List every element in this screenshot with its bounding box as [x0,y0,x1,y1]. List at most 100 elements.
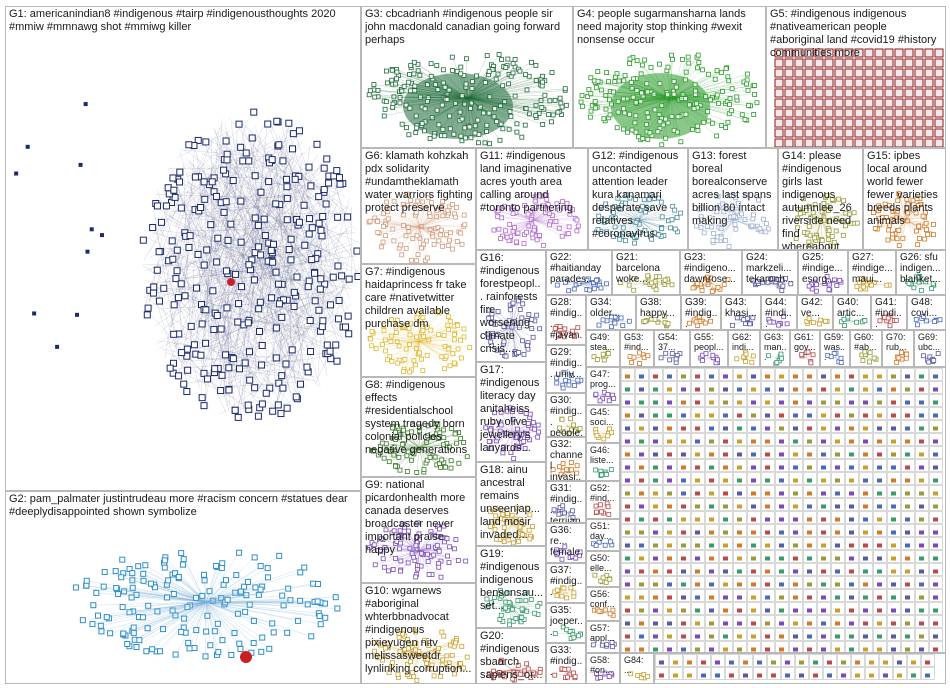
network-node [924,78,934,88]
network-node [398,242,404,248]
network-node [896,227,902,233]
network-node [414,125,420,131]
network-node [445,208,451,213]
network-node [144,304,152,312]
cluster-edge [216,246,318,302]
network-node [649,236,654,242]
cluster-edge [467,88,566,99]
cluster-edge [490,326,513,343]
network-node [534,312,540,318]
network-node [669,113,675,119]
cluster-edge [491,326,513,346]
network-node [672,207,678,213]
cluster-edge [667,67,671,99]
cluster-edge [315,356,328,384]
network-node [494,347,500,353]
cluster-edge [221,155,281,227]
cluster-edge [733,219,769,230]
cluster-edge [294,132,348,287]
network-node [386,459,392,465]
network-node [663,116,669,122]
network-node [316,612,323,619]
cluster-edge [501,326,513,353]
cluster-edge [419,535,435,552]
cluster-edge [369,94,469,99]
network-node [323,155,331,163]
network-node [413,362,418,368]
cluster-edge [202,140,303,305]
network-node [894,98,904,108]
network-node [559,104,565,110]
network-node [225,386,233,394]
network-node [629,85,635,91]
cluster-edge [467,95,545,99]
cluster-edge [164,560,207,603]
cluster-edge [452,57,469,99]
network-node [515,443,521,449]
network-node [396,454,402,460]
cluster-edge [419,226,435,245]
network-node [633,100,639,106]
network-node [435,422,441,427]
cluster-edge [467,59,502,99]
cluster-edge [199,304,307,344]
network-node [643,209,649,215]
cluster-edge [595,97,671,109]
network-node [320,186,328,194]
network-node [914,128,924,138]
network-node [495,332,501,337]
cluster-edge [896,219,906,239]
cluster-edge [467,97,567,106]
cluster-edge [418,70,469,99]
cluster-edge [413,341,420,361]
cluster-edge [419,226,447,235]
cluster-edge [386,70,469,99]
network-node [446,664,452,669]
network-node [657,274,662,280]
network-node [696,60,702,65]
cluster-edge [511,423,529,434]
network-node [393,324,399,330]
network-node [211,628,218,635]
network-node [446,560,452,566]
network-node [884,98,894,108]
cluster-edge [169,309,186,376]
network-node [372,94,378,100]
network-node [175,573,182,580]
network-node [153,202,161,210]
network-node [704,224,710,229]
cluster-edge [411,67,469,99]
cluster-edge [395,439,420,449]
cluster-edge [467,97,561,104]
cluster-edge [650,67,671,99]
network-node [372,640,378,645]
network-node [254,412,262,420]
network-node [440,199,445,204]
network-node [403,346,409,352]
network-node [258,648,265,655]
cluster-edge [165,557,207,603]
network-node [546,112,552,118]
cluster-edge [179,196,313,271]
network-node [436,564,442,570]
network-node [153,266,161,274]
cluster-edge [419,550,439,568]
network-node [417,235,423,241]
network-node [380,556,386,562]
network-node [455,322,461,328]
cluster-edge [139,601,207,641]
network-node [432,532,438,538]
cluster-edge [621,205,640,221]
cluster-edge [377,220,420,228]
network-node [808,242,814,248]
network-node [720,89,725,94]
network-node [212,192,220,200]
network-node [647,130,653,136]
network-node [904,78,914,88]
cluster-edge [495,669,513,674]
cluster-edge [370,338,420,342]
network-node [112,568,119,575]
cluster-edge [467,97,562,115]
cluster-edge [415,550,420,577]
network-node [453,214,459,220]
